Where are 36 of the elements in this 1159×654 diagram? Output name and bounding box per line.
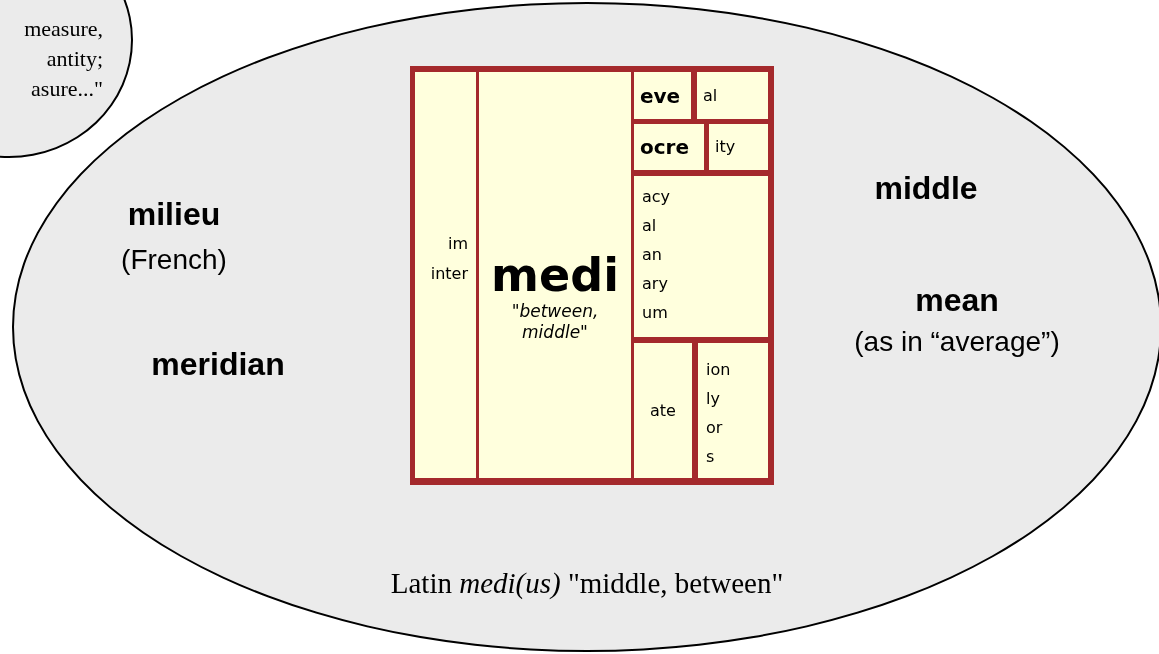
meaning-text: "between, middle" <box>510 300 600 344</box>
suffix-text: ly <box>706 388 720 410</box>
suffix-text: ion <box>706 359 731 381</box>
suffix-text: al <box>703 84 718 107</box>
word-note: (French) <box>121 243 227 277</box>
root-word: medi <box>491 250 619 301</box>
origin-text: Latin medi(us) "middle, between" <box>390 566 784 601</box>
word-part-cell <box>697 72 768 119</box>
definition-text: measure, antity; asure..." <box>23 15 103 103</box>
suffix-text: acy <box>642 186 671 208</box>
suffix-text: ary <box>642 273 668 295</box>
word-note: (as in “average”) <box>854 325 1060 359</box>
word-part-cell <box>709 124 768 170</box>
suffix-text: s <box>706 446 715 468</box>
derived-word: middle <box>874 169 978 208</box>
suffix-text: ate <box>650 399 676 422</box>
derived-word: meridian <box>151 345 285 384</box>
suffix-text: or <box>706 417 723 439</box>
word-frame <box>410 66 774 485</box>
word-part-cell <box>634 72 691 119</box>
word-part-cell <box>634 124 704 170</box>
prefix-text: inter <box>430 263 468 285</box>
suffix-text: um <box>642 302 668 324</box>
suffix-text: an <box>642 244 662 266</box>
word-part-cell <box>634 343 692 478</box>
stem-text: eve <box>640 82 681 110</box>
word-part-cell <box>479 72 631 478</box>
derived-word: milieu <box>127 195 221 234</box>
stem-text: ocre <box>640 134 690 161</box>
suffix-text: ity <box>715 136 736 158</box>
word-part-cell <box>634 176 768 337</box>
suffix-text: al <box>642 215 657 237</box>
prefix-text: im <box>447 233 468 255</box>
derived-word: mean <box>915 281 999 320</box>
word-part-cell <box>698 343 768 478</box>
word-part-cell <box>415 72 476 478</box>
